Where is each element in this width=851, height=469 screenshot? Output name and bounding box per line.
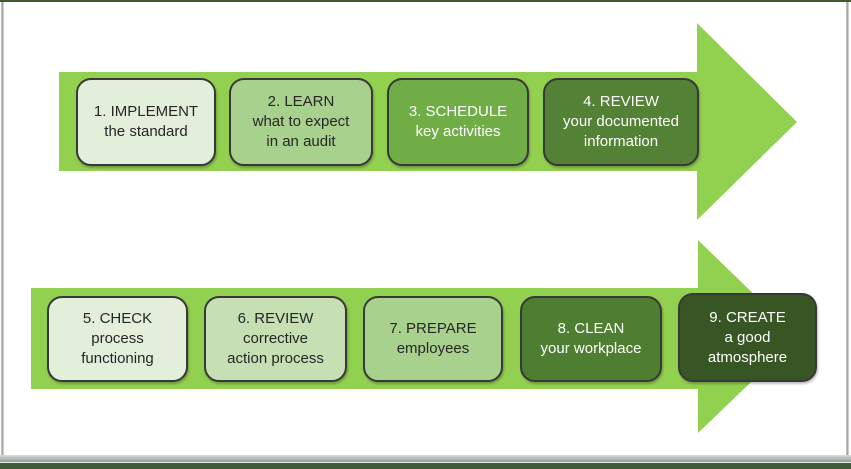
step-4-review-box: 4. REVIEW your documented information bbox=[543, 78, 699, 166]
step-9-subtitle: a good bbox=[724, 328, 771, 346]
step-6-title: 6. REVIEW bbox=[237, 310, 314, 327]
step-8-subtitle: your workplace bbox=[540, 340, 642, 357]
step-6-subtitle-2: action process bbox=[227, 350, 324, 367]
step-2-title: 2. LEARN bbox=[267, 93, 335, 110]
step-9-create-box: 9. CREATE a good atmosphere bbox=[678, 293, 817, 382]
frame-left-bevel bbox=[1, 2, 4, 455]
frame-top-border bbox=[0, 0, 851, 2]
step-4-subtitle-2: information bbox=[583, 133, 659, 150]
step-6-review-box: 6. REVIEW corrective action process bbox=[204, 296, 347, 382]
step-7-prepare-box: 7. PREPARE employees bbox=[363, 296, 503, 382]
step-4-subtitle: your documented bbox=[563, 113, 679, 130]
frame-bottom-shadow bbox=[0, 455, 851, 462]
step-3-title: 3. SCHEDULE bbox=[408, 103, 508, 120]
top-arrow-head-icon bbox=[697, 23, 797, 220]
step-5-title: 5. CHECK bbox=[82, 310, 153, 327]
step-7-title: 7. PREPARE bbox=[389, 320, 477, 337]
step-5-subtitle-2: functioning bbox=[81, 350, 154, 367]
frame-right-bevel bbox=[846, 2, 849, 455]
step-1-subtitle: the standard bbox=[104, 123, 188, 140]
step-3-schedule-box: 3. SCHEDULE key activities bbox=[387, 78, 529, 166]
step-2-learn-box: 2. LEARN what to expect in an audit bbox=[229, 78, 373, 166]
step-8-title: 8. CLEAN bbox=[557, 320, 625, 337]
step-1-implement-box: 1. IMPLEMENT the standard bbox=[76, 78, 216, 166]
step-3-subtitle: key activities bbox=[415, 123, 501, 140]
step-6-subtitle: corrective bbox=[242, 330, 309, 347]
step-2-subtitle-2: in an audit bbox=[266, 133, 336, 150]
step-5-subtitle: process bbox=[91, 330, 144, 347]
step-2-subtitle: what to expect bbox=[252, 113, 350, 130]
frame-bottom-border bbox=[0, 462, 851, 469]
step-5-check-box: 5. CHECK process functioning bbox=[47, 296, 188, 382]
step-7-subtitle: employees bbox=[396, 340, 470, 357]
step-1-title: 1. IMPLEMENT bbox=[93, 103, 199, 120]
step-8-clean-box: 8. CLEAN your workplace bbox=[520, 296, 662, 382]
step-9-title: 9. CREATE bbox=[709, 308, 786, 326]
step-9-subtitle-2: atmosphere bbox=[707, 348, 788, 366]
step-4-title: 4. REVIEW bbox=[583, 93, 659, 110]
